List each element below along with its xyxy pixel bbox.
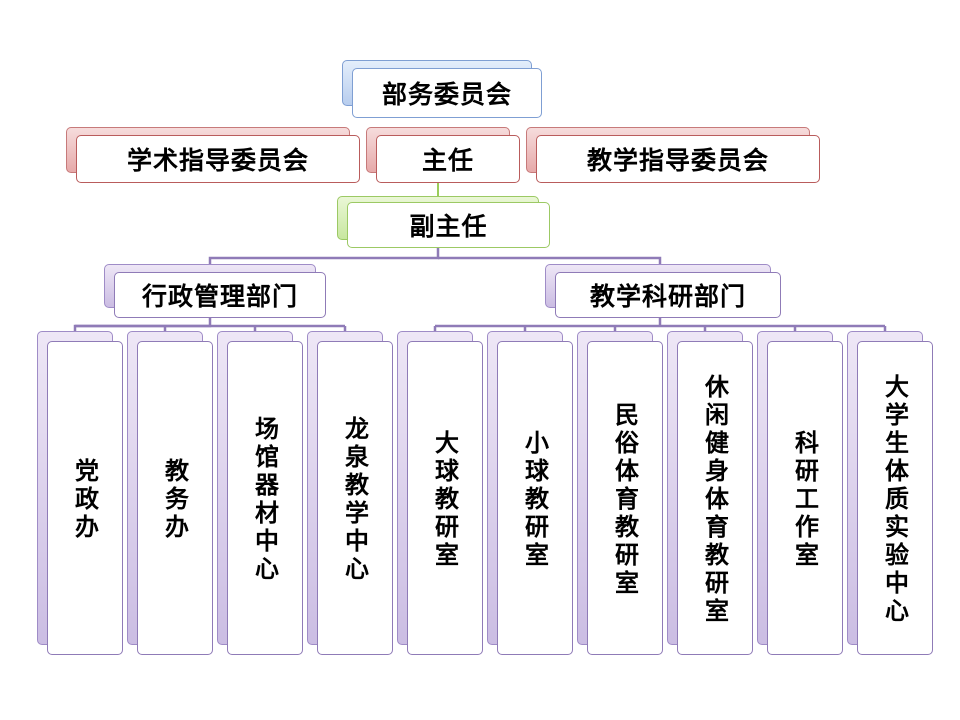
node-teaching-committee: 教学指导委员会	[526, 127, 820, 185]
node-leisure-fitness-section: 休闲健身体育教研室	[667, 331, 753, 656]
node-student-fitness-lab-label: 大学生体质实验中心	[857, 341, 933, 655]
node-teaching-research-department-label: 教学科研部门	[555, 272, 781, 318]
node-venue-equipment-center: 场馆器材中心	[217, 331, 303, 656]
node-director: 主任	[366, 127, 520, 185]
node-teaching-committee-label: 教学指导委员会	[536, 135, 820, 183]
node-leisure-fitness-section-label: 休闲健身体育教研室	[677, 341, 753, 655]
node-teaching-research-department: 教学科研部门	[545, 264, 781, 320]
node-admin-department: 行政管理部门	[104, 264, 326, 320]
node-longquan-teaching-center-label: 龙泉教学中心	[317, 341, 393, 655]
node-academic-committee-label: 学术指导委员会	[76, 135, 360, 183]
node-committee-label: 部务委员会	[352, 68, 542, 118]
node-academic-affairs-office: 教务办	[127, 331, 213, 656]
node-academic-affairs-office-label: 教务办	[137, 341, 213, 655]
node-big-ball-section: 大球教研室	[397, 331, 483, 656]
node-director-label: 主任	[376, 135, 520, 183]
node-admin-department-label: 行政管理部门	[114, 272, 326, 318]
node-big-ball-section-label: 大球教研室	[407, 341, 483, 655]
connector-deputy-admin	[208, 247, 440, 268]
node-small-ball-section: 小球教研室	[487, 331, 573, 656]
node-research-studio-label: 科研工作室	[767, 341, 843, 655]
node-student-fitness-lab: 大学生体质实验中心	[847, 331, 933, 656]
node-folk-sports-section: 民俗体育教研室	[577, 331, 663, 656]
node-venue-equipment-center-label: 场馆器材中心	[227, 341, 303, 655]
node-party-office: 党政办	[37, 331, 123, 656]
node-committee: 部务委员会	[342, 60, 542, 120]
node-academic-committee: 学术指导委员会	[66, 127, 360, 185]
node-deputy-director-label: 副主任	[347, 202, 550, 248]
node-party-office-label: 党政办	[47, 341, 123, 655]
node-small-ball-section-label: 小球教研室	[497, 341, 573, 655]
node-folk-sports-section-label: 民俗体育教研室	[587, 341, 663, 655]
node-longquan-teaching-center: 龙泉教学中心	[307, 331, 393, 656]
node-deputy-director: 副主任	[337, 196, 550, 250]
node-research-studio: 科研工作室	[757, 331, 843, 656]
